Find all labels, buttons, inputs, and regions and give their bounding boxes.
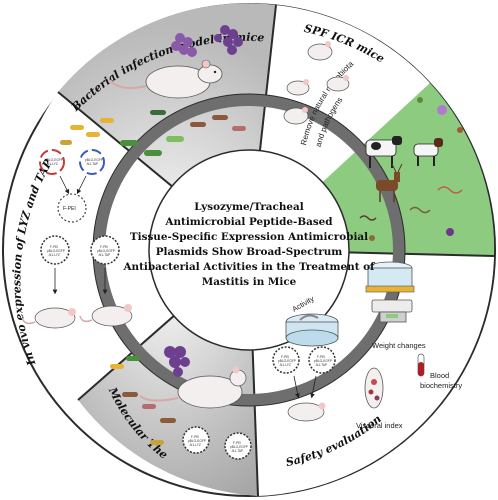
center-title-line: Mastitis in Mice bbox=[201, 276, 297, 288]
rod-bacteria-icon bbox=[110, 356, 176, 445]
grape-bacteria-icon bbox=[214, 25, 243, 55]
deer-icon bbox=[376, 163, 403, 202]
svg-text:F-PEI: F-PEI bbox=[50, 245, 58, 249]
visceral-index-label: Visceral index bbox=[356, 421, 403, 430]
svg-text:pBLG-EGFP: pBLG-EGFP bbox=[47, 249, 65, 253]
blood-biochemistry-label-1: Blood bbox=[430, 371, 449, 380]
svg-text:pBLG-EGFP: pBLG-EGFP bbox=[230, 445, 248, 449]
dissected-mouse-icon bbox=[364, 367, 384, 409]
mouse-icon bbox=[326, 75, 350, 92]
center-title-line: Tissue-Specific Expression Antimicrobial bbox=[129, 231, 369, 243]
svg-text:pBLG-EGFP: pBLG-EGFP bbox=[85, 158, 103, 162]
plasmid-icon: F-PEI pBLG-EGFP -N1-LYZ bbox=[182, 426, 210, 454]
beaker-icon bbox=[285, 313, 339, 347]
arrow-icon bbox=[310, 375, 317, 399]
center-title: Lysozyme/Tracheal Antimicrobial Peptide-… bbox=[123, 180, 374, 310]
svg-text:F-PEI: F-PEI bbox=[63, 206, 76, 212]
goat-icon bbox=[413, 138, 443, 166]
svg-text:pBLG-EGFP: pBLG-EGFP bbox=[314, 359, 332, 363]
blood-biochemistry-label-2: biochemistry bbox=[420, 381, 462, 390]
mouse-icon bbox=[283, 107, 309, 125]
svg-text:-N1-LYZ: -N1-LYZ bbox=[46, 162, 58, 166]
svg-text:F-PEI: F-PEI bbox=[233, 441, 241, 445]
arrow-icon bbox=[293, 375, 300, 399]
arrow-icon bbox=[59, 175, 70, 195]
svg-text:-N1-LYZ: -N1-LYZ bbox=[279, 363, 291, 367]
plasmid-icon: pBLG-EGFP -N1-LYZ bbox=[39, 149, 65, 175]
plasmid-icon: F-PEI pBLG-EGFP -N1-LYZ bbox=[272, 346, 300, 374]
svg-text:F-PEI: F-PEI bbox=[317, 355, 325, 359]
plasmid-icon: pBLG-EGFP -N1-TAP bbox=[79, 149, 105, 175]
svg-text:-N1-TAP: -N1-TAP bbox=[86, 162, 98, 166]
weight-changes-label: Weight changes bbox=[372, 341, 426, 350]
svg-text:F-PEI: F-PEI bbox=[281, 355, 289, 359]
mouse-icon bbox=[21, 307, 76, 329]
svg-text:F-PEI: F-PEI bbox=[191, 435, 199, 439]
grape-bacteria-icon bbox=[171, 33, 197, 57]
center-title-line: Plasmids Show Broad-Spectrum bbox=[155, 246, 343, 258]
mouse-icon bbox=[139, 366, 247, 409]
mouse-icon bbox=[307, 41, 333, 61]
mouse-icon bbox=[109, 59, 223, 99]
mouse-icon bbox=[287, 402, 326, 422]
plasmid-icon: F-PEI pBLG-EGFP -N1-TAP bbox=[308, 346, 336, 374]
svg-text:-N1-LYZ: -N1-LYZ bbox=[48, 253, 60, 257]
svg-text:-N1-TAP: -N1-TAP bbox=[231, 449, 243, 453]
svg-text:-N1-TAP: -N1-TAP bbox=[315, 363, 327, 367]
worm-icon bbox=[359, 97, 463, 241]
plasmid-icon: F-PEI pBLG-EGFP -N1-TAP bbox=[90, 235, 120, 265]
center-title-line: Antimicrobial Peptide-Based bbox=[165, 216, 333, 228]
plasmid-icon: F-PEI pBLG-EGFP -N1-TAP bbox=[224, 432, 252, 460]
svg-text:pBLG-EGFP: pBLG-EGFP bbox=[188, 439, 206, 443]
svg-text:-N1-TAP: -N1-TAP bbox=[98, 253, 110, 257]
beaker-icon bbox=[365, 261, 415, 293]
plasmid-icon: F-PEI bbox=[57, 193, 87, 223]
mouse-icon bbox=[286, 79, 310, 96]
mouse-icon bbox=[79, 304, 133, 327]
svg-text:pBLG-EGFP: pBLG-EGFP bbox=[97, 249, 115, 253]
scale-icon bbox=[371, 299, 413, 323]
plasmid-icon: F-PEI pBLG-EGFP -N1-LYZ bbox=[40, 235, 70, 265]
center-title-line: Lysozyme/Tracheal bbox=[194, 201, 304, 213]
center-disc bbox=[148, 149, 350, 351]
blood-tube-icon bbox=[417, 353, 425, 377]
svg-text:pBLG-EGFP: pBLG-EGFP bbox=[278, 359, 296, 363]
arrow-icon bbox=[76, 175, 87, 195]
svg-text:pBLG-EGFP: pBLG-EGFP bbox=[45, 158, 63, 162]
rod-bacteria-icon bbox=[60, 110, 246, 156]
grape-bacteria-icon bbox=[164, 346, 190, 377]
cow-icon bbox=[365, 136, 402, 168]
svg-text:F-PEI: F-PEI bbox=[100, 245, 108, 249]
center-title-line: Antibacterial Activities in the Treatmen… bbox=[123, 261, 375, 273]
svg-text:-N1-LYZ: -N1-LYZ bbox=[189, 443, 201, 447]
